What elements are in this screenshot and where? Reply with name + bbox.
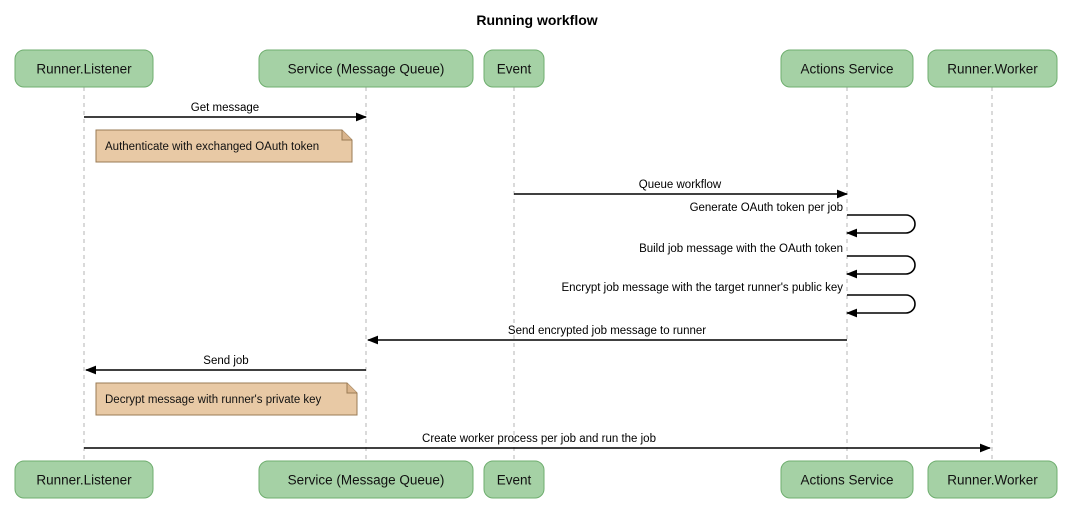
note-body: [95, 382, 358, 416]
message-self-loop: [846, 214, 916, 238]
participant-label: Service (Message Queue): [288, 473, 445, 488]
message-send-encrypted-job-message[interactable]: Send encrypted job message to runner: [367, 325, 847, 345]
participant-label: Actions Service: [800, 473, 893, 488]
participant-label: Event: [497, 473, 532, 488]
message-label: Get message: [191, 102, 259, 114]
message-send-job[interactable]: Send job: [85, 355, 366, 375]
note-body: [95, 129, 353, 163]
participant-runner-listener-header[interactable]: Runner.Listener: [14, 49, 154, 88]
participant-service-mq-header[interactable]: Service (Message Queue): [258, 49, 474, 88]
note-decrypt-note[interactable]: Decrypt message with runner's private ke…: [95, 382, 358, 416]
note-fold-corner: [346, 383, 357, 394]
message-generate-oauth-token[interactable]: Generate OAuth token per job: [690, 202, 916, 238]
note-label: Decrypt message with runner's private ke…: [105, 394, 322, 406]
message-create-worker-process[interactable]: Create worker process per job and run th…: [84, 433, 991, 453]
message-get-message[interactable]: Get message: [84, 102, 367, 122]
participant-box[interactable]: [258, 49, 474, 88]
participant-label: Actions Service: [800, 62, 893, 77]
message-label: Generate OAuth token per job: [690, 202, 843, 214]
participant-box[interactable]: [780, 460, 914, 499]
participant-box[interactable]: [483, 460, 545, 499]
participant-event-footer[interactable]: Event: [483, 460, 545, 499]
note-fold-corner: [341, 130, 352, 141]
participant-runner-listener-footer[interactable]: Runner.Listener: [14, 460, 154, 499]
participant-box[interactable]: [14, 460, 154, 499]
participant-box[interactable]: [14, 49, 154, 88]
participant-runner-worker-header[interactable]: Runner.Worker: [927, 49, 1058, 88]
message-self-loop: [846, 255, 916, 279]
message-queue-workflow[interactable]: Queue workflow: [514, 179, 848, 199]
participant-box[interactable]: [927, 460, 1058, 499]
participant-actions-service-footer[interactable]: Actions Service: [780, 460, 914, 499]
participant-label: Service (Message Queue): [288, 62, 445, 77]
participant-label: Event: [497, 62, 532, 77]
participant-box[interactable]: [927, 49, 1058, 88]
participant-label: Runner.Worker: [947, 62, 1038, 77]
message-encrypt-job-message[interactable]: Encrypt job message with the target runn…: [561, 282, 916, 318]
message-label: Send encrypted job message to runner: [508, 325, 706, 337]
participant-box[interactable]: [780, 49, 914, 88]
message-label: Queue workflow: [639, 179, 722, 191]
message-label: Encrypt job message with the target runn…: [561, 282, 843, 294]
participant-runner-worker-footer[interactable]: Runner.Worker: [927, 460, 1058, 499]
message-label: Create worker process per job and run th…: [422, 433, 656, 445]
message-build-job-message[interactable]: Build job message with the OAuth token: [639, 243, 916, 279]
notes-group: Authenticate with exchanged OAuth tokenD…: [95, 129, 358, 416]
participant-box[interactable]: [258, 460, 474, 499]
participant-label: Runner.Listener: [36, 62, 132, 77]
participant-box[interactable]: [483, 49, 545, 88]
participant-actions-service-header[interactable]: Actions Service: [780, 49, 914, 88]
message-label: Send job: [203, 355, 248, 367]
note-label: Authenticate with exchanged OAuth token: [105, 141, 319, 153]
participant-label: Runner.Listener: [36, 473, 132, 488]
note-authenticate-note[interactable]: Authenticate with exchanged OAuth token: [95, 129, 353, 163]
participant-label: Runner.Worker: [947, 473, 1038, 488]
message-label: Build job message with the OAuth token: [639, 243, 843, 255]
participant-service-mq-footer[interactable]: Service (Message Queue): [258, 460, 474, 499]
participant-event-header[interactable]: Event: [483, 49, 545, 88]
message-self-loop: [846, 294, 916, 318]
page-title: Running workflow: [476, 12, 597, 28]
